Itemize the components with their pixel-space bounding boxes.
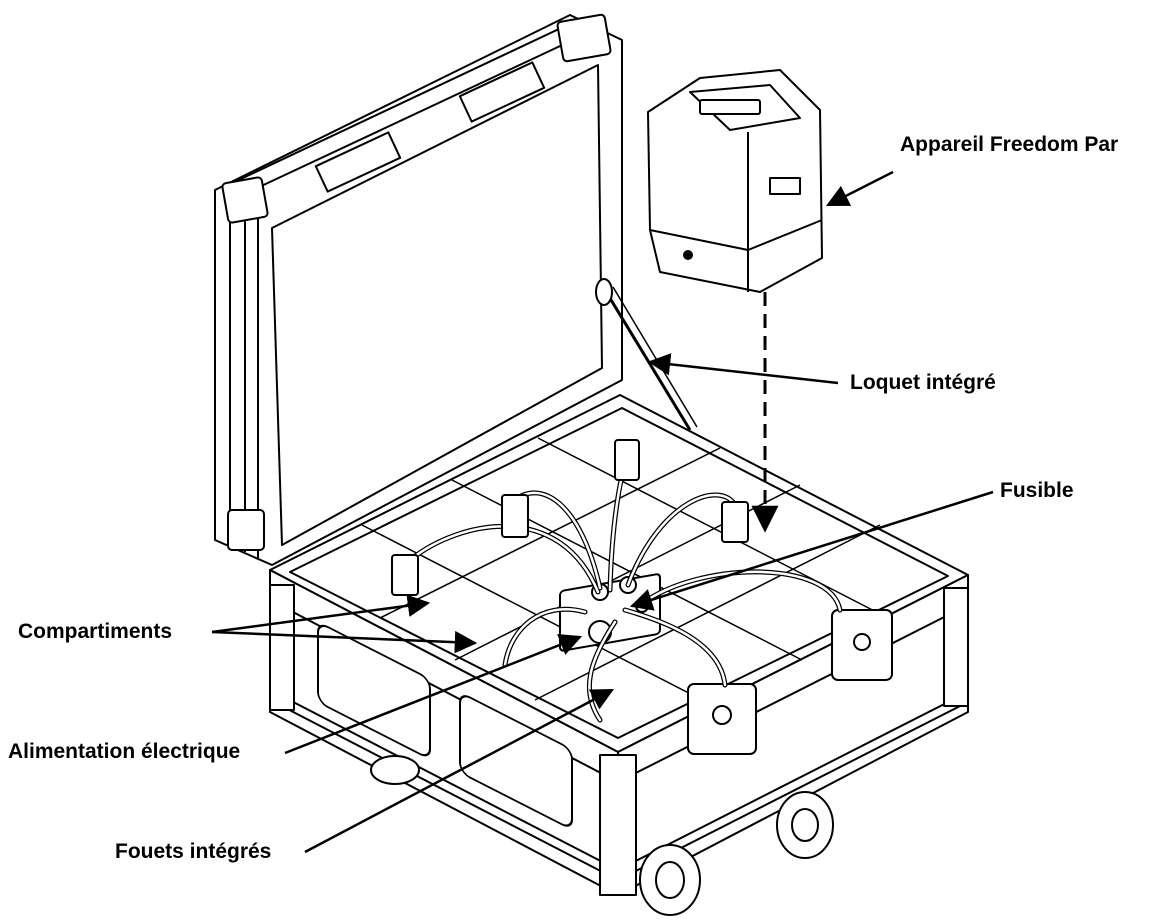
case-wheels (370, 755, 834, 916)
callout-leaders (211, 170, 994, 854)
label-fuse: Fusible (1000, 479, 1074, 502)
label-compartments: Compartiments (18, 620, 173, 643)
label-fixture: Appareil Freedom Par (900, 133, 1119, 156)
label-latch: Loquet intégré (850, 371, 996, 394)
label-whips: Fouets intégrés (115, 840, 272, 863)
connector-plugs (391, 439, 749, 596)
case-handles (317, 609, 893, 827)
case-lid (214, 13, 698, 566)
freedom-par-fixture (647, 69, 823, 293)
label-power-supply: Alimentation électrique (8, 740, 241, 763)
